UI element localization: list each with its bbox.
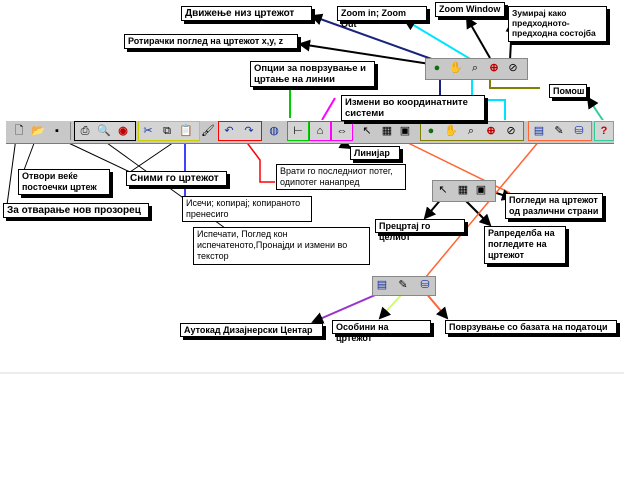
- label-redraw-whole: Прецртај го целиот: [375, 219, 465, 242]
- label-change-coords: Измени во координатните системи: [341, 95, 485, 121]
- label-save-drawing: Сними го цртежот: [126, 171, 227, 186]
- separator: [70, 122, 71, 140]
- ucs-icon[interactable]: ⌂: [316, 125, 324, 137]
- zoom-window-main-icon[interactable]: ⊕: [486, 125, 496, 137]
- dbconnect-icon[interactable]: ⛁: [574, 125, 584, 137]
- zoom-in-icon[interactable]: ⌕: [471, 62, 479, 74]
- match-properties-icon[interactable]: 🖌: [201, 125, 215, 137]
- edit-group: [138, 121, 200, 141]
- undo-group: [218, 121, 262, 141]
- undo-icon[interactable]: ↶: [224, 125, 234, 137]
- zoom-previous-icon[interactable]: ⊘: [508, 62, 518, 74]
- views-mini-toolbar: [432, 180, 496, 202]
- redraw-mini-icon[interactable]: ↖: [438, 184, 448, 196]
- redo-icon[interactable]: ↷: [244, 125, 254, 137]
- label-zoom-in-out: Zoom in; Zoom Out: [337, 6, 427, 29]
- zoom-toolbar-strip: [425, 58, 528, 80]
- copy-icon[interactable]: ⧉: [163, 125, 171, 137]
- arrow-zoom-window: [466, 16, 491, 59]
- line-orange-dc: [424, 139, 541, 279]
- label-cut-copy: Исечи; копирај; копираното пренесиго: [182, 196, 312, 222]
- label-drawing-props: Особини на цртежот: [332, 320, 431, 343]
- label-new-window: За отварање нов прозорец: [3, 203, 149, 218]
- help-icon[interactable]: ?: [600, 125, 608, 137]
- arrow-rotate-view: [298, 39, 431, 65]
- label-zoom-previous: Зумирај како предходното- предходна сост…: [508, 6, 607, 42]
- label-rotate-view: Ротирачки поглед на цртежот x,y, z: [124, 34, 298, 49]
- properties-mini-icon[interactable]: ✎: [398, 279, 408, 291]
- pan-icon[interactable]: ●: [433, 62, 441, 74]
- label-move-down: Движење низ цртежот: [181, 6, 312, 21]
- arrow-db-connect: [424, 291, 449, 320]
- ruler-group: [331, 121, 353, 141]
- line-zoomio-to-toolbar: [471, 70, 506, 125]
- arrow-zoom-in-out: [403, 18, 473, 61]
- print-group: [74, 121, 136, 141]
- named-views-icon[interactable]: ▣: [399, 125, 411, 137]
- new-file-icon[interactable]: 🗋: [14, 125, 24, 137]
- zoom-window-icon[interactable]: ⊕: [489, 62, 499, 74]
- label-zoom-window: Zoom Window: [435, 2, 505, 17]
- globe-icon[interactable]: ◍: [269, 125, 279, 137]
- label-views-sides: Погледи на цртежот од различни страни: [505, 193, 603, 219]
- arrow-design-center: [311, 291, 383, 324]
- dc-group: [528, 121, 592, 141]
- label-ruler: Линијар: [350, 146, 400, 160]
- redraw-icon[interactable]: ↖: [362, 125, 372, 137]
- arrow-move-down: [310, 13, 441, 63]
- zoom-realtime-main-icon[interactable]: ✋: [444, 125, 458, 137]
- line-options-group: [287, 121, 309, 141]
- pan-realtime-icon[interactable]: ●: [427, 125, 435, 137]
- named-views-mini-icon[interactable]: ▣: [475, 184, 487, 196]
- label-print-find: Испечати, Поглед кон испечатеното,Пронај…: [193, 227, 370, 265]
- ruler-icon[interactable]: ⇔: [336, 125, 348, 137]
- zoom-group: [420, 121, 524, 141]
- label-undo-redo: Врати го последниот потег, одипотег нана…: [276, 164, 406, 190]
- open-folder-icon[interactable]: 📂: [31, 125, 45, 137]
- paste-icon[interactable]: 📋: [179, 125, 193, 137]
- label-open-existing: Отвори веќе постоечки цртеж: [18, 169, 110, 195]
- views-mini-icon[interactable]: ▦: [457, 184, 469, 196]
- ortho-icon[interactable]: ⊢: [293, 125, 303, 137]
- ucs-group: [309, 121, 331, 141]
- zoom-realtime-icon[interactable]: ✋: [449, 62, 463, 74]
- design-center-mini-icon[interactable]: ▤: [376, 279, 388, 291]
- label-db-connect: Поврзување со базата на податоци: [445, 320, 617, 334]
- views-icon[interactable]: ▦: [381, 125, 393, 137]
- help-group: [594, 121, 614, 141]
- print-preview-icon[interactable]: 🔍: [97, 125, 111, 137]
- label-design-center: Аутокад Дизајнерски Центар: [180, 323, 323, 337]
- arrow-rearrange: [464, 199, 492, 227]
- dc-mini-toolbar: [372, 276, 436, 296]
- label-help: Помош: [549, 84, 587, 98]
- design-center-icon[interactable]: ▤: [533, 125, 545, 137]
- arrow-drawing-props: [378, 291, 405, 320]
- print-icon[interactable]: ⎙: [80, 125, 90, 137]
- properties-icon[interactable]: ✎: [554, 125, 564, 137]
- line-new-window: [6, 137, 17, 206]
- label-rearrange-views: Рапределба на погледите на цртежот: [484, 226, 566, 264]
- zoom-previous-main-icon[interactable]: ⊘: [506, 125, 516, 137]
- line-coords-magenta: [321, 97, 336, 121]
- label-line-options: Опции за поврзување и цртање на линии: [250, 61, 375, 87]
- find-replace-icon[interactable]: ◉: [118, 125, 128, 137]
- cut-icon[interactable]: ✂: [143, 125, 153, 137]
- dbconnect-mini-icon[interactable]: ⛁: [420, 279, 430, 291]
- zoom-io-icon[interactable]: ⌕: [467, 125, 475, 137]
- line-undo-red: [244, 139, 275, 183]
- save-disk-icon[interactable]: ▪: [55, 125, 59, 137]
- arrow-help: [586, 96, 605, 123]
